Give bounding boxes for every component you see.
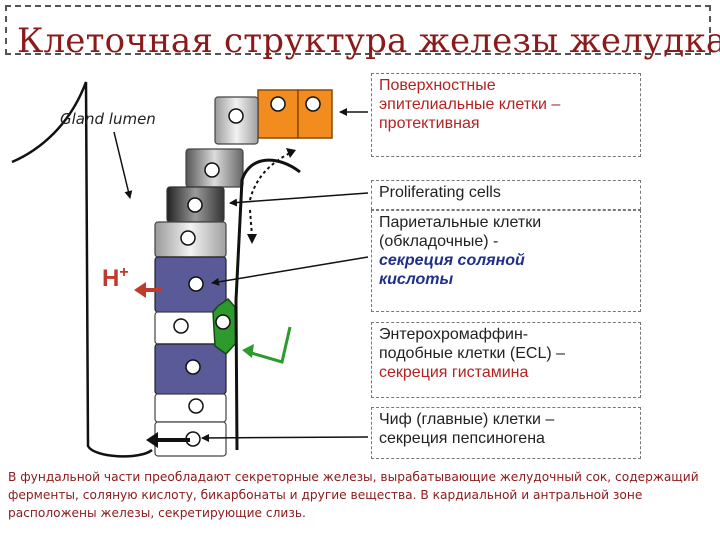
basement-curve: [234, 158, 301, 451]
cell-nucleus: [180, 230, 196, 246]
gland-lumen-arrow: [113, 131, 133, 199]
cell-nucleus: [305, 96, 321, 112]
cell-nucleus: [188, 276, 204, 292]
cell-nucleus: [185, 359, 201, 375]
callout-proliferating-cells: Proliferating cells: [371, 180, 641, 210]
hplus-sup: +: [119, 264, 129, 281]
callout-line: Париетальные клетки: [379, 214, 542, 231]
callout-line: секреция соляной: [379, 252, 525, 269]
migration-arrow-down: [249, 209, 253, 237]
gland-lumen-label: Gland lumen: [60, 110, 156, 128]
leader-proliferating: [229, 192, 369, 207]
callout-line: протективная: [379, 115, 480, 132]
callout-parietal-cells: Париетальные клетки (обкладочные) - секр…: [371, 210, 641, 312]
histamine-arrowhead: [242, 344, 254, 358]
callout-chief-cells: Чиф (главные) клетки – секреция пепсиног…: [371, 407, 641, 459]
callout-line: эпителиальные клетки –: [379, 96, 561, 113]
leader-chief: [201, 433, 369, 442]
callout-line: Поверхностные: [379, 77, 496, 94]
cell-nucleus: [188, 398, 204, 414]
cell-nucleus: [215, 314, 231, 330]
migration-arrowhead-down: [247, 234, 257, 244]
cell-nucleus: [204, 162, 220, 178]
callout-line: подобные клетки (ECL) –: [379, 345, 566, 362]
lumen-boundary-left: [11, 81, 153, 458]
callout-line: секреция гистамина: [379, 364, 529, 381]
cell-nucleus: [228, 108, 244, 124]
callout-surface-cells: Поверхностные эпителиальные клетки – про…: [371, 73, 641, 157]
page-title: Клеточная структура железы желудка: [17, 21, 720, 61]
cell-nucleus: [187, 197, 203, 213]
callout-line: Энтерохромаффин-: [379, 326, 529, 343]
callout-line: (обкладочные) -: [379, 233, 499, 250]
callout-line: кислоты: [379, 271, 454, 288]
secretion-arrowhead: [146, 432, 158, 448]
callout-line: секреция пепсиногена: [379, 430, 545, 447]
hplus-label: H+: [102, 264, 129, 293]
hplus-arrowhead: [134, 282, 146, 298]
callout-line: Чиф (главные) клетки –: [379, 411, 555, 428]
migration-arrowhead-up: [286, 148, 296, 158]
cell-nucleus: [270, 96, 286, 112]
footer-note: В фундальной части преобладают секреторн…: [8, 470, 699, 520]
callout-line: Proliferating cells: [379, 184, 501, 201]
title-box: Клеточная структура железы желудка: [5, 5, 720, 61]
hplus-text: H: [102, 265, 120, 292]
cell-nucleus: [173, 318, 189, 334]
migration-arrow-up: [249, 151, 293, 201]
histamine-arrow: [247, 326, 292, 364]
callout-ecl-cells: Энтерохромаффин- подобные клетки (ECL) –…: [371, 322, 641, 398]
leader-parietal: [211, 256, 369, 286]
